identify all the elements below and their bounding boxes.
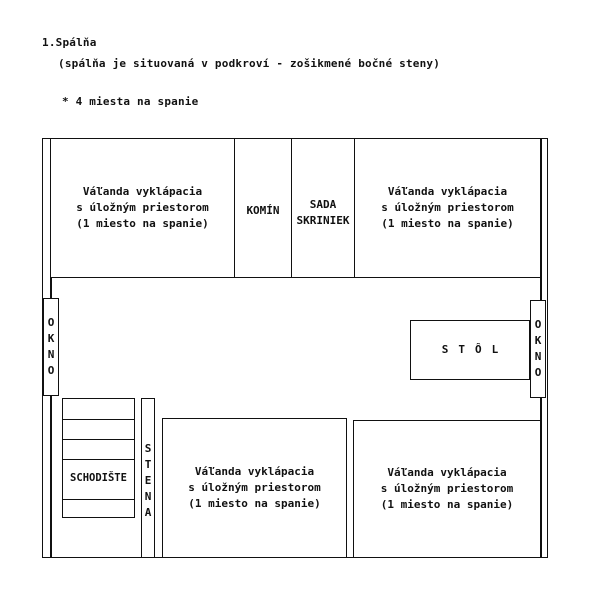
cabinet-set: SADA SKRINIEK (291, 138, 355, 278)
stair-step (63, 419, 134, 420)
staircase: SCHODIŠTE (62, 398, 135, 518)
stair-step (63, 459, 134, 460)
table-label: STÔL (441, 343, 509, 356)
bed-top-right-label: Váľanda vyklápacia s úložným priestorom … (381, 185, 514, 230)
sleeping-places-note: * 4 miesta na spanie (62, 95, 199, 108)
table: STÔL (410, 320, 530, 380)
bed-bottom-right: Váľanda vyklápacia s úložným priestorom … (353, 420, 541, 558)
page-subtitle: (spálňa je situovaná v podkroví - zošikm… (58, 57, 441, 70)
bed-top-right: Váľanda vyklápacia s úložným priestorom … (354, 138, 541, 278)
stair-step (63, 499, 134, 500)
bed-bottom-left: Váľanda vyklápacia s úložným priestorom … (162, 418, 347, 558)
chimney-label: KOMÍN (246, 204, 280, 217)
bed-top-left: Váľanda vyklápacia s úložným priestorom … (50, 138, 235, 278)
bed-bottom-left-label: Váľanda vyklápacia s úložným priestorom … (188, 465, 321, 510)
cabinet-set-label: SADA SKRINIEK (296, 198, 350, 227)
bed-bottom-right-label: Váľanda vyklápacia s úložným priestorom … (380, 466, 514, 511)
staircase-label: SCHODIŠTE (63, 471, 134, 485)
stair-step (63, 439, 134, 440)
page-title: 1.Spálňa (42, 36, 97, 49)
bed-top-left-label: Váľanda vyklápacia s úložným priestorom … (76, 185, 209, 230)
chimney: KOMÍN (234, 138, 292, 278)
